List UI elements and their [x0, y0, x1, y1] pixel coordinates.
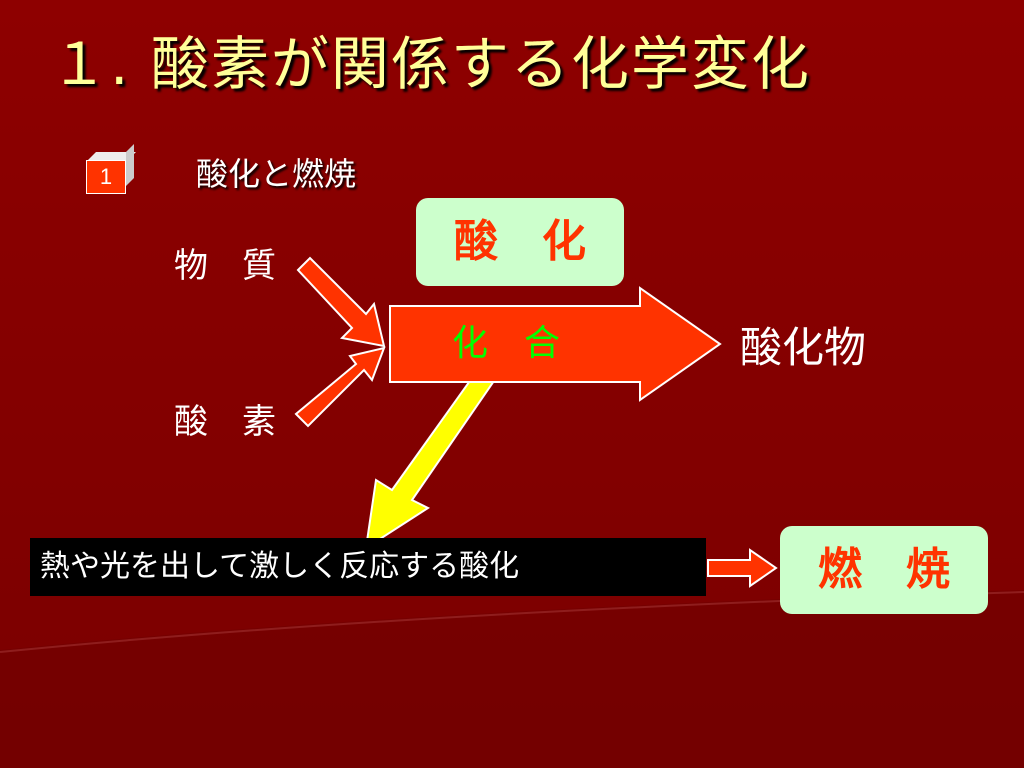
combustion-box: 燃 焼 — [780, 526, 988, 614]
section-number-badge: 1 — [86, 144, 138, 194]
product-label: 酸化物 — [740, 323, 867, 372]
badge-number: 1 — [86, 160, 126, 194]
input-oxygen-label: 酸 素 — [174, 402, 276, 442]
badge-side-face — [126, 144, 134, 186]
oxidation-box: 酸 化 — [416, 198, 624, 286]
arrow-from-oxygen — [294, 346, 386, 428]
arrow-to-combustion — [707, 548, 778, 588]
arrow-from-substance — [296, 256, 386, 348]
combination-label: 化 合 — [452, 323, 561, 364]
combustion-description: 熱や光を出して激しく反応する酸化 — [30, 538, 706, 596]
input-substance-label: 物 質 — [174, 246, 276, 286]
background-band — [0, 590, 1024, 768]
page-title: １. 酸素が関係する化学変化 — [50, 30, 811, 98]
yellow-arrow — [364, 377, 498, 551]
section-title: 酸化と燃焼 — [196, 155, 357, 193]
combination-arrow — [389, 286, 722, 402]
